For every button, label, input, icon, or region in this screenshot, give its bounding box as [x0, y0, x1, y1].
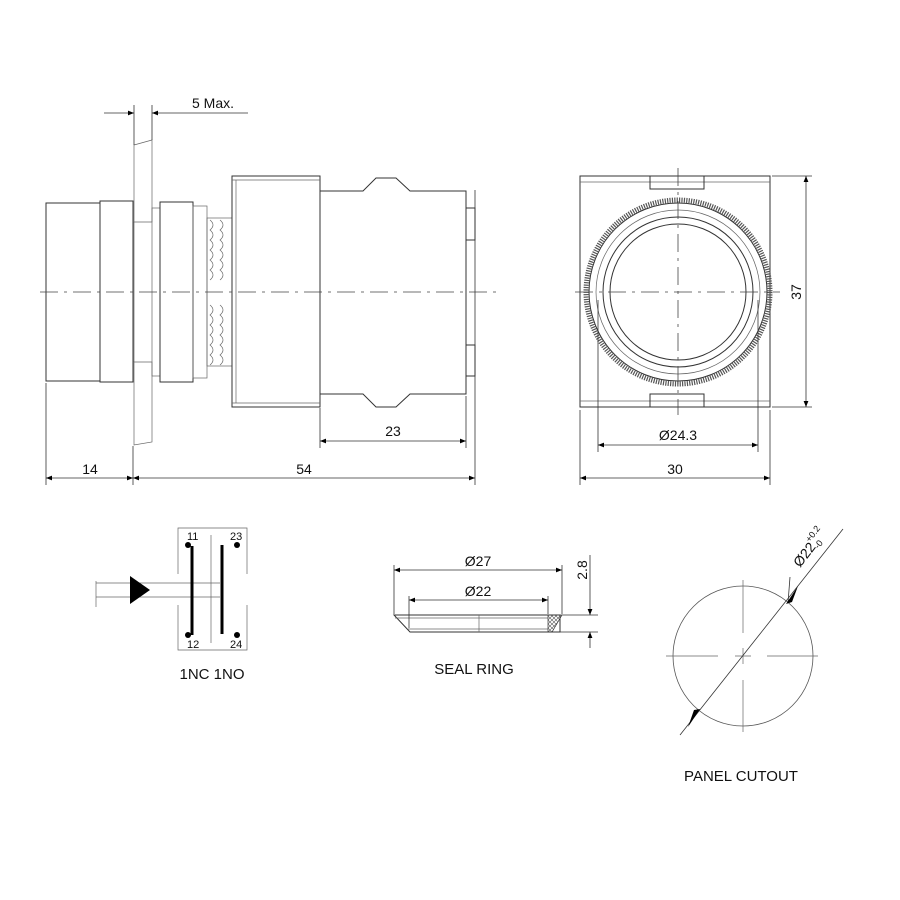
bottom-tab: [649, 393, 705, 408]
contact-block-end-tab: [465, 191, 476, 377]
seal-inner-diameter: Ø22: [465, 583, 492, 599]
dim-button-diameter: Ø24.3: [659, 427, 697, 443]
actuator-arrow-icon: [130, 576, 150, 604]
mounting-panel: [133, 139, 153, 446]
bezel-knurled-ring: [99, 200, 134, 383]
contact-config-label: 1NC 1NO: [179, 666, 244, 683]
dim-total-length: 54: [296, 461, 312, 477]
seal-ring: Ø27 Ø22 2.8 SEAL RING: [392, 553, 598, 678]
housing-square: [579, 175, 771, 408]
dim-block-length: 23: [385, 423, 401, 439]
terminal-12: 12: [187, 639, 199, 651]
seal-ring-label: SEAL RING: [434, 661, 513, 678]
seal-thickness: 2.8: [574, 560, 590, 580]
contact-block: [319, 177, 467, 408]
panel-cutout: Ø22 +0.2 -0 PANEL CUTOUT: [666, 524, 844, 785]
top-tab: [649, 175, 705, 190]
panel-cutout-label: PANEL CUTOUT: [684, 768, 798, 785]
front-view: 37 Ø24.3 30: [575, 168, 812, 485]
terminal-24: 24: [230, 639, 242, 651]
terminal-23: 23: [230, 531, 242, 543]
side-view: 14 54 23 5 Max.: [40, 95, 500, 485]
dim-front-length: 14: [82, 461, 98, 477]
dim-height: 37: [788, 284, 804, 300]
seal-outer-diameter: Ø27: [465, 553, 492, 569]
dim-width: 30: [667, 461, 683, 477]
dim-panel-thickness: 5 Max.: [192, 95, 234, 111]
cutout-diameter-dim: Ø22 +0.2 -0: [790, 524, 825, 570]
actuator-body: [231, 175, 321, 408]
contact-schematic: 11 12 23 24 1NC 1NO: [95, 527, 248, 683]
terminal-11: 11: [187, 531, 198, 543]
